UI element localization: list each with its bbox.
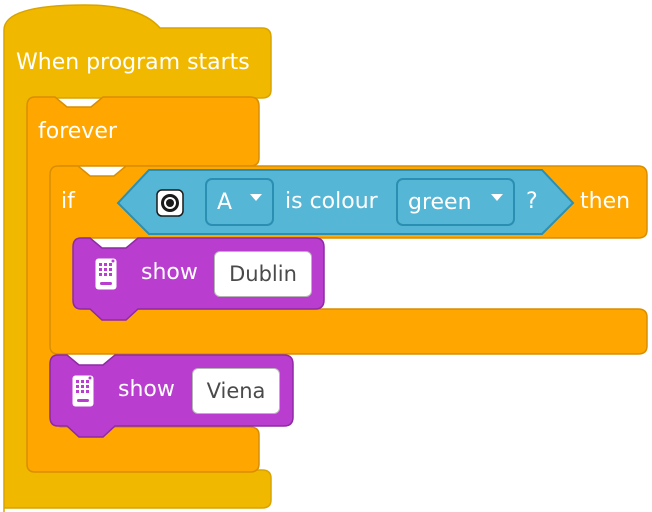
color-sensor-icon (156, 189, 184, 217)
port-dropdown[interactable]: A (205, 178, 274, 226)
color-value: green (408, 189, 472, 215)
then-label: then (580, 189, 631, 214)
light-matrix-icon (95, 258, 117, 290)
forever-label: forever (38, 119, 117, 144)
text-input-dublin[interactable]: Dublin (214, 251, 312, 297)
light-matrix-icon (72, 375, 94, 407)
if-label: if (61, 189, 75, 214)
text-input-viena[interactable]: Viena (192, 368, 280, 414)
show-label: show (141, 260, 198, 285)
port-value: A (217, 189, 233, 215)
show-label: show (118, 377, 175, 402)
chevron-down-icon (250, 194, 262, 201)
color-dropdown[interactable]: green (396, 178, 515, 226)
hat-block-label: When program starts (16, 50, 250, 75)
condition-question-mark: ? (526, 189, 538, 214)
chevron-down-icon (491, 194, 503, 201)
condition-text: is colour (285, 189, 378, 214)
